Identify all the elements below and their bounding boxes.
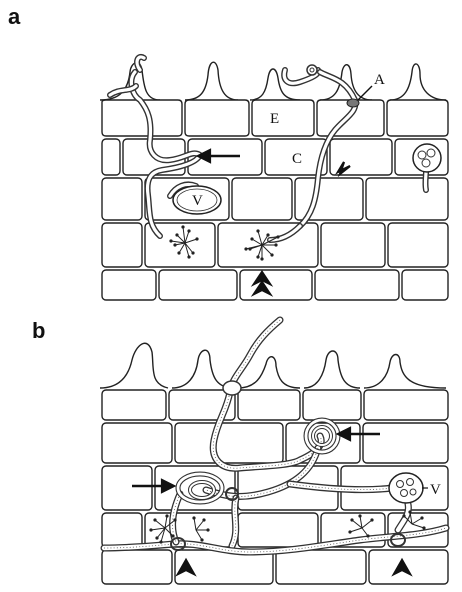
vesicle-b [389, 473, 423, 503]
label-appressorium: A [374, 72, 385, 88]
cortex-row-4-a [102, 270, 448, 300]
cortex-row-4-b [102, 550, 448, 584]
cortex-row-2-a [102, 178, 448, 220]
panel-b-drawing: V [100, 320, 448, 584]
label-vesicle-b: V [430, 482, 441, 498]
hypha-coil-a [307, 65, 317, 75]
cortex-row-1-b [102, 423, 448, 463]
hypha-swelling-b [223, 381, 241, 395]
label-cortex: C [292, 151, 302, 167]
label-vesicle-a: V [192, 193, 203, 209]
root-hairs-a [100, 62, 446, 100]
spore-a [413, 144, 441, 172]
appressorium-shape [347, 99, 359, 107]
root-hairs-b [100, 343, 446, 388]
epidermis-cells-b [102, 390, 448, 420]
panel-a-drawing: E C A V [100, 57, 448, 300]
label-epidermis: E [270, 111, 279, 127]
appressorium-pointer-a [358, 86, 372, 100]
